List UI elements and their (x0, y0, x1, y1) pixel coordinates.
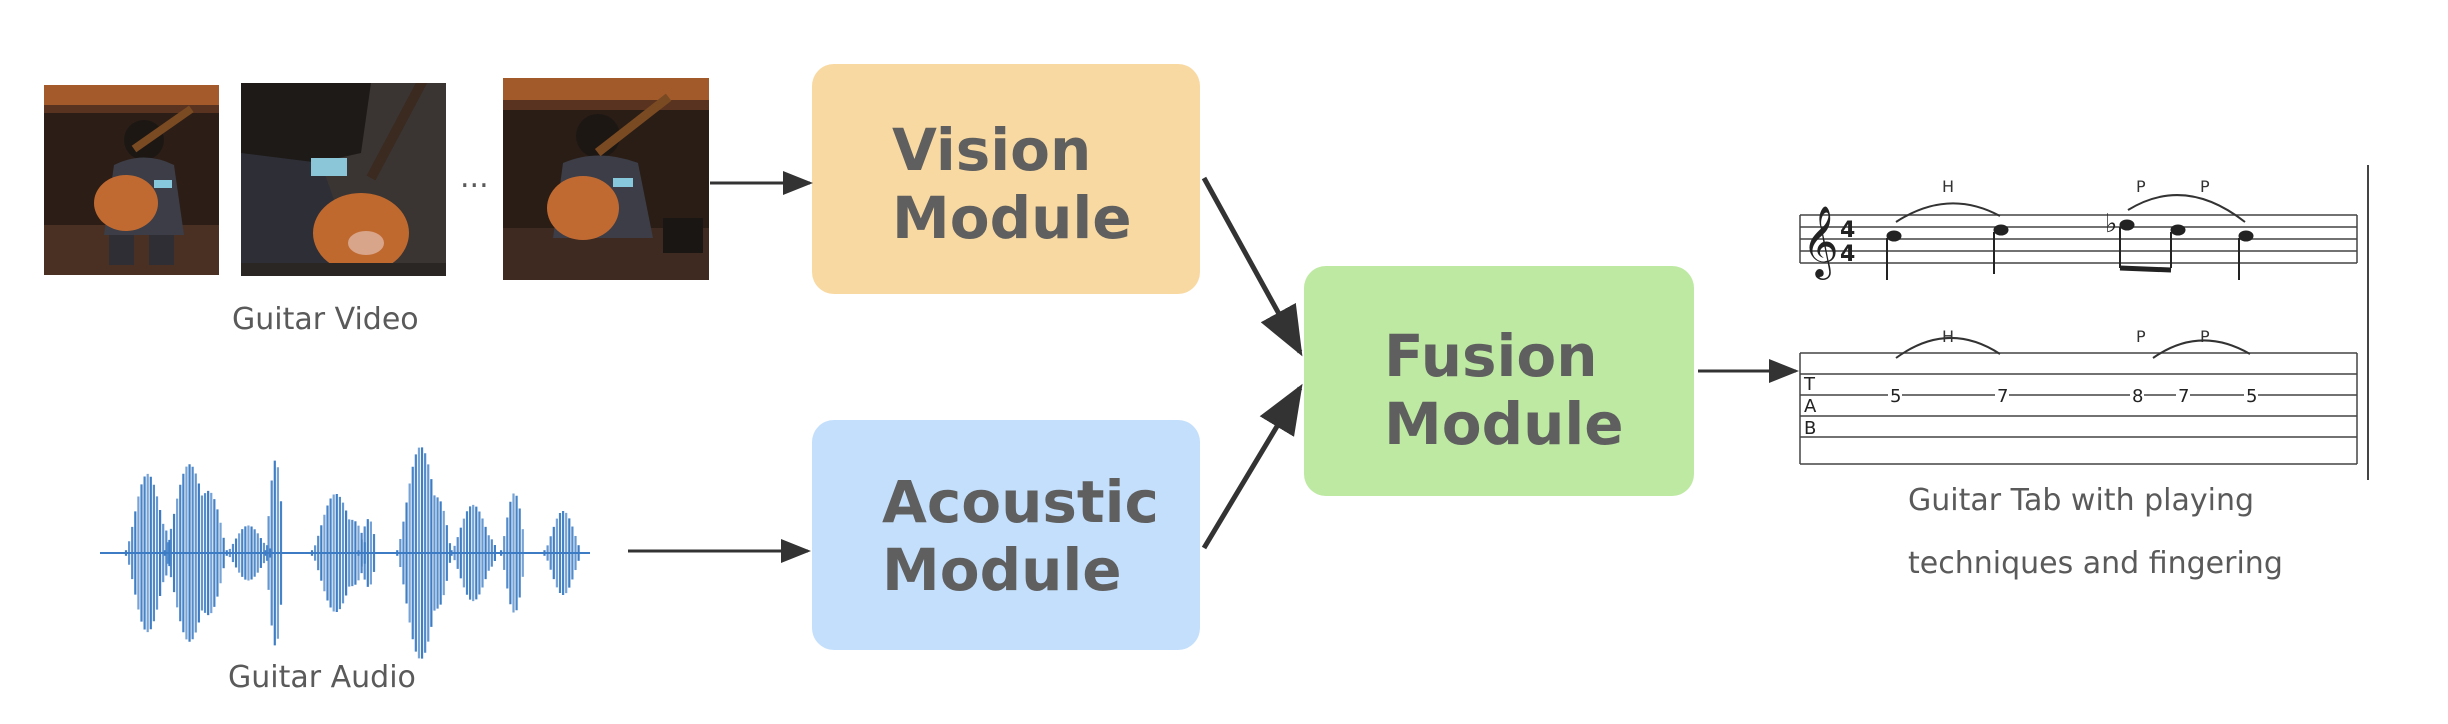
tab-number-2: 7 (1997, 386, 2008, 407)
treble-clef-icon: 𝄞 (1802, 204, 1839, 280)
tab-letter-a: A (1804, 396, 1817, 417)
flat-symbol: ♭ (2105, 209, 2117, 239)
time-signature-bottom: 4 (1840, 242, 1855, 267)
video-frame-1 (44, 85, 219, 275)
tab-letter-b: B (1804, 418, 1816, 439)
audio-waveform (100, 447, 590, 659)
video-frame-3 (503, 78, 709, 280)
arrow-vision-to-fusion (1201, 176, 1303, 357)
vision-module-line2: Module (892, 184, 1132, 252)
fusion-module-line2: Module (1384, 390, 1624, 458)
vision-module-line1: Vision (892, 116, 1092, 184)
technique-label-p2-top: P (2200, 177, 2210, 196)
tab-number-1: 5 (1890, 386, 1901, 407)
time-signature-top: 4 (1840, 218, 1855, 243)
arrow-acoustic-to-fusion (1201, 383, 1303, 550)
guitar-tab-notation: 𝄞 4 4 ♭ H P P H P (1799, 165, 2369, 480)
technique-label-p1-top: P (2136, 177, 2146, 196)
acoustic-module-box: Acoustic Module (812, 420, 1200, 650)
tab-caption-line1: Guitar Tab with playing (1908, 483, 2255, 518)
vision-module-box: Vision Module (812, 64, 1200, 294)
video-ellipsis: ... (460, 160, 489, 195)
tab-number-5: 5 (2246, 386, 2257, 407)
technique-label-h-top: H (1942, 177, 1954, 196)
tab-number-4: 7 (2178, 386, 2189, 407)
technique-label-h-tab: H (1942, 327, 1954, 346)
technique-label-p2-tab: P (2200, 327, 2210, 346)
guitar-audio-caption: Guitar Audio (228, 660, 416, 695)
acoustic-module-line2: Module (882, 536, 1122, 604)
guitar-video-caption: Guitar Video (232, 302, 419, 337)
tab-letter-t: T (1803, 374, 1816, 395)
acoustic-module-line1: Acoustic (882, 468, 1159, 536)
technique-label-p1-tab: P (2136, 327, 2146, 346)
fusion-module-box: Fusion Module (1304, 266, 1694, 496)
tab-caption-line2: techniques and fingering (1908, 546, 2283, 581)
fusion-module-line1: Fusion (1384, 322, 1598, 390)
video-frame-2 (241, 83, 446, 276)
tab-number-3: 8 (2132, 386, 2143, 407)
